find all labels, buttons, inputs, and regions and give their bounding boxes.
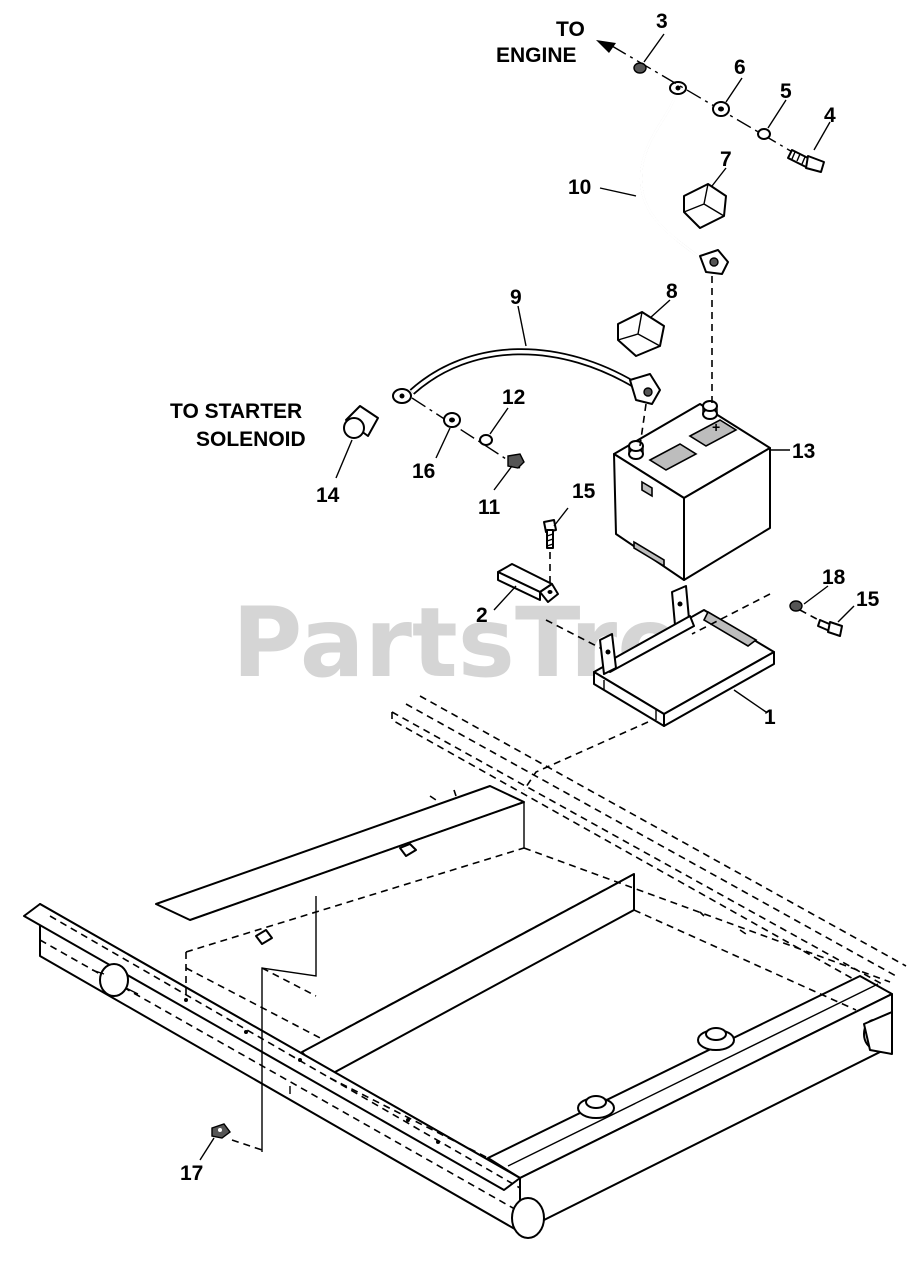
washer-18[interactable] [789,600,803,612]
callout-14: 14 [316,484,340,507]
lockwasher-5[interactable] [757,128,771,140]
callout-13: 13 [792,440,815,463]
callout-18: 18 [822,566,846,589]
callout-15-right: 15 [856,588,880,611]
washer-16[interactable] [443,412,461,428]
callout-2: 2 [476,604,488,627]
leader-lines [199,33,855,1161]
nut-17[interactable] [211,1123,231,1139]
callout-1: 1 [764,706,776,729]
hold-down-bracket-2[interactable] [497,563,559,603]
callout-7: 7 [720,148,732,171]
battery-tray-1[interactable] [593,585,775,727]
to-engine-arrow [596,40,616,53]
callout-5: 5 [780,80,792,103]
to-engine-caption-2: ENGINE [496,44,577,67]
to-engine-caption-1: TO [556,18,585,41]
cable-9[interactable] [392,348,661,405]
callout-4: 4 [824,104,836,127]
battery-13[interactable]: + [613,400,771,581]
bolt-15-top[interactable] [543,519,557,549]
callout-6: 6 [734,56,746,79]
callout-12: 12 [502,386,525,409]
callout-10: 10 [568,176,591,199]
nut-3[interactable] [633,62,647,74]
bolt-15-right[interactable] [817,619,843,637]
terminal-cap-14[interactable] [343,405,379,439]
to-starter-caption-2: SOLENOID [196,428,306,451]
cable-10[interactable] [639,81,729,275]
terminal-boot-8[interactable] [617,311,665,357]
callout-11: 11 [478,496,501,519]
callout-9: 9 [510,286,522,309]
callout-17: 17 [180,1162,203,1185]
frame-chassis [23,695,907,1239]
callout-16: 16 [412,460,435,483]
nut-11[interactable] [507,453,525,469]
callout-8: 8 [666,280,678,303]
bolt-4[interactable] [787,149,825,173]
callout-15-top: 15 [572,480,596,503]
lockwasher-12[interactable] [479,434,493,446]
svg-text:+: + [712,419,720,435]
to-starter-caption-1: TO STARTER [170,400,302,423]
terminal-boot-7[interactable] [683,183,727,229]
washer-6[interactable] [712,101,730,117]
callout-3: 3 [656,10,668,33]
